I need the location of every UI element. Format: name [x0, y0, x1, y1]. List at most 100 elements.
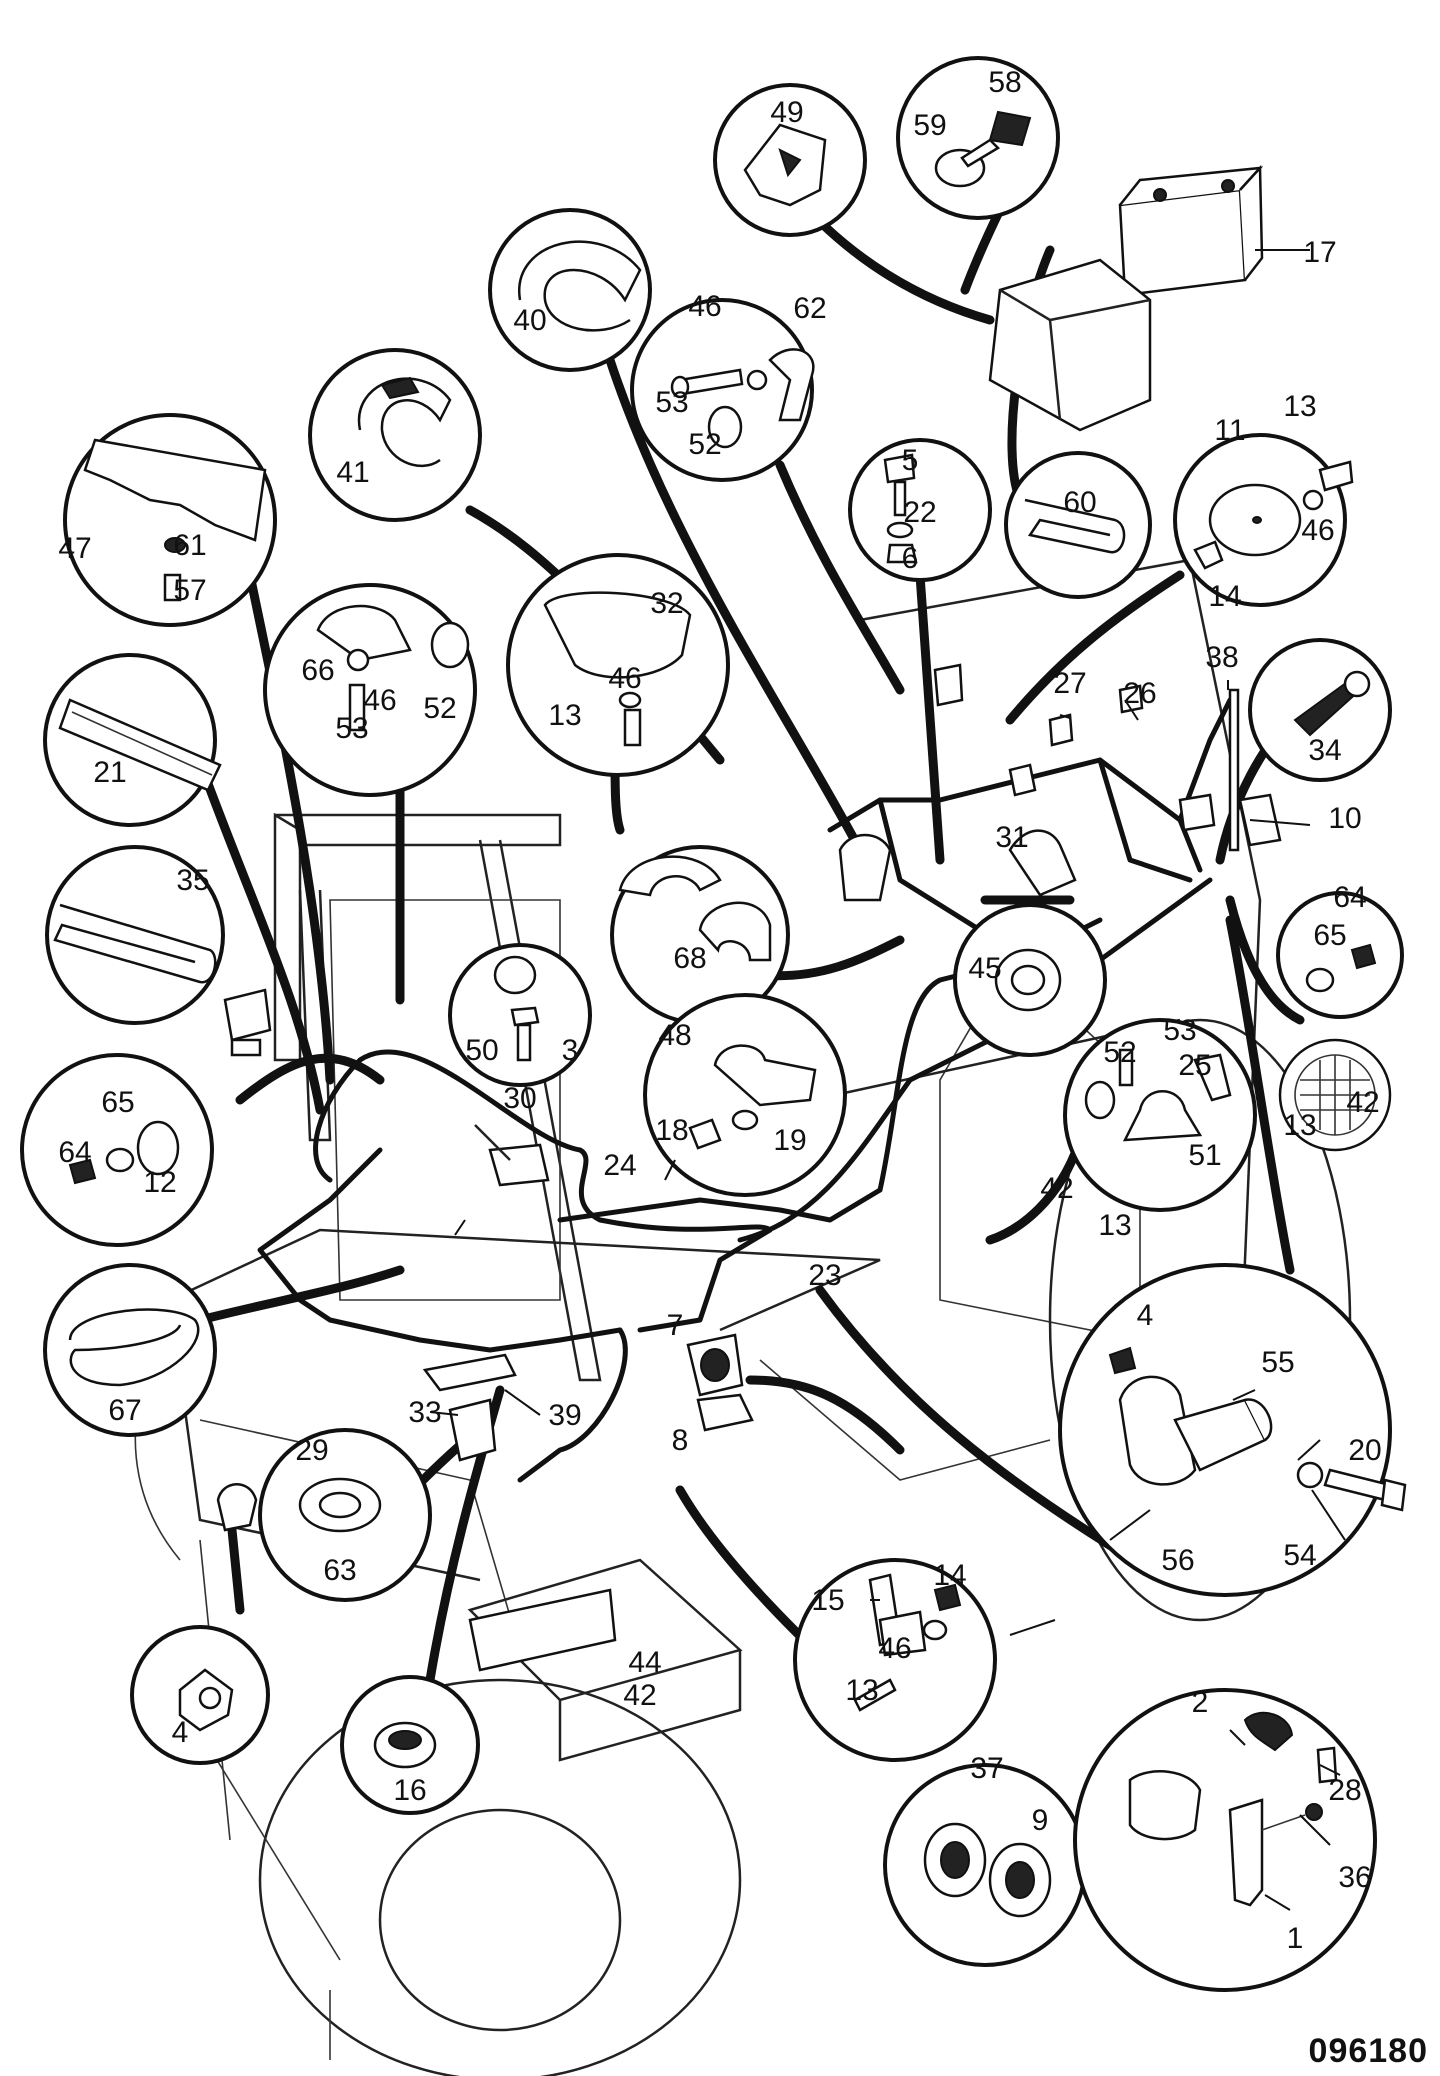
callout-23: 23: [808, 1259, 841, 1292]
callout-12: 12: [143, 1166, 176, 1199]
detail-circle-66-46-52-53: [263, 583, 477, 797]
callout-55: 55: [1261, 1346, 1294, 1379]
callout-40: 40: [513, 304, 546, 337]
detail-circle-4-bottom: [130, 1625, 270, 1765]
detail-circle-4-55-20-56-54: [1058, 1263, 1407, 1597]
callout-6: 6: [902, 542, 919, 575]
detail-circle-15-14-46-13: [793, 1558, 997, 1762]
detail-circle-41: [308, 348, 482, 522]
callout-19: 19: [773, 1124, 806, 1157]
callout-45: 45: [968, 952, 1001, 985]
callout-34: 34: [1308, 734, 1341, 767]
callout-4: 4: [172, 1716, 189, 1749]
detail-circle-64-65-right: [1276, 891, 1404, 1019]
rear-harness-parts: [838, 663, 1282, 902]
callout-47: 47: [58, 532, 91, 565]
callout-56: 56: [1161, 1544, 1194, 1577]
detail-circle-37-9: [883, 1763, 1087, 1967]
callout-37: 37: [970, 1752, 1003, 1785]
callout-3: 3: [562, 1034, 579, 1067]
callout-44: 44: [628, 1646, 661, 1679]
callout-46: 46: [608, 662, 641, 695]
callout-24: 24: [603, 1149, 636, 1182]
callout-31: 31: [995, 821, 1028, 854]
callout-52: 52: [1103, 1036, 1136, 1069]
callout-14: 14: [933, 1559, 966, 1592]
callout-32: 32: [650, 587, 683, 620]
callout-35: 35: [176, 864, 209, 897]
battery-tray: [988, 258, 1152, 432]
detail-circle-45: [953, 903, 1107, 1057]
callout-22: 22: [903, 496, 936, 529]
callout-13: 13: [1283, 1109, 1316, 1142]
detail-circle-40: [488, 208, 652, 372]
wiring-harness: [257, 697, 1233, 1483]
detail-circle-47-61-57: [63, 413, 277, 627]
callout-54: 54: [1283, 1539, 1316, 1572]
callout-46: 46: [688, 290, 721, 323]
detail-circle-63: [258, 1428, 432, 1602]
callout-38: 38: [1205, 641, 1238, 674]
callout-53: 53: [1163, 1014, 1196, 1047]
callout-7: 7: [667, 1309, 684, 1342]
callout-64: 64: [1333, 881, 1366, 914]
callout-16: 16: [393, 1774, 426, 1807]
battery-17: [1118, 164, 1264, 297]
detail-circle-2-28-36-1: [1073, 1688, 1377, 1992]
callout-17: 17: [1303, 236, 1336, 269]
detail-circle-32-46-13: [506, 553, 730, 777]
detail-circle-42-13: [1278, 1038, 1392, 1152]
callout-62: 62: [793, 292, 826, 325]
callout-41: 41: [336, 456, 369, 489]
callout-53: 53: [335, 712, 368, 745]
callout-49: 49: [770, 96, 803, 129]
callout-13: 13: [548, 699, 581, 732]
detail-circle-48-18-19: [643, 993, 847, 1197]
callout-46: 46: [363, 684, 396, 717]
callout-42: 42: [1346, 1086, 1379, 1119]
callout-46: 46: [1301, 514, 1334, 547]
callout-18: 18: [655, 1114, 688, 1147]
callout-26: 26: [1123, 677, 1156, 710]
callout-8: 8: [672, 1424, 689, 1457]
clip-29: [216, 1483, 258, 1532]
detail-circle-52-53-25-51: [1063, 1018, 1257, 1212]
callout-59: 59: [913, 109, 946, 142]
lamp-connector-top-left: [223, 988, 272, 1057]
callout-2: 2: [1192, 1686, 1209, 1719]
callout-50: 50: [465, 1034, 498, 1067]
callout-27: 27: [1053, 667, 1086, 700]
callout-68: 68: [673, 942, 706, 975]
callout-67: 67: [108, 1394, 141, 1427]
callout-11: 11: [1214, 414, 1245, 447]
detail-circle-35: [45, 845, 225, 1025]
switch-30: [474, 1124, 550, 1187]
horn-7: [686, 1333, 744, 1397]
callout-13: 13: [845, 1674, 878, 1707]
callout-25: 25: [1178, 1049, 1211, 1082]
callout-29: 29: [295, 1434, 328, 1467]
detail-circle-5-22-6: [848, 438, 992, 582]
detail-circle-46-53-62-52: [630, 298, 815, 482]
leader-lines: [429, 249, 1346, 1911]
pedal-33: [422, 1353, 517, 1462]
callout-52: 52: [423, 692, 456, 725]
callout-65: 65: [1313, 919, 1346, 952]
detail-circle-50-3: [448, 943, 592, 1087]
detail-circle-16: [340, 1675, 480, 1815]
detail-circle-21: [43, 653, 222, 827]
callout-58: 58: [988, 66, 1021, 99]
callout-66: 66: [301, 654, 334, 687]
callout-60: 60: [1063, 486, 1096, 519]
callout-13: 13: [1283, 390, 1316, 423]
callout-39: 39: [548, 1399, 581, 1432]
callout-64: 64: [58, 1136, 91, 1169]
callout-65: 65: [101, 1086, 134, 1119]
detail-circle-67: [43, 1263, 217, 1437]
callout-20: 20: [1348, 1434, 1381, 1467]
callout-53: 53: [655, 386, 688, 419]
callout-57: 57: [173, 574, 206, 607]
callout-30: 30: [503, 1082, 536, 1115]
